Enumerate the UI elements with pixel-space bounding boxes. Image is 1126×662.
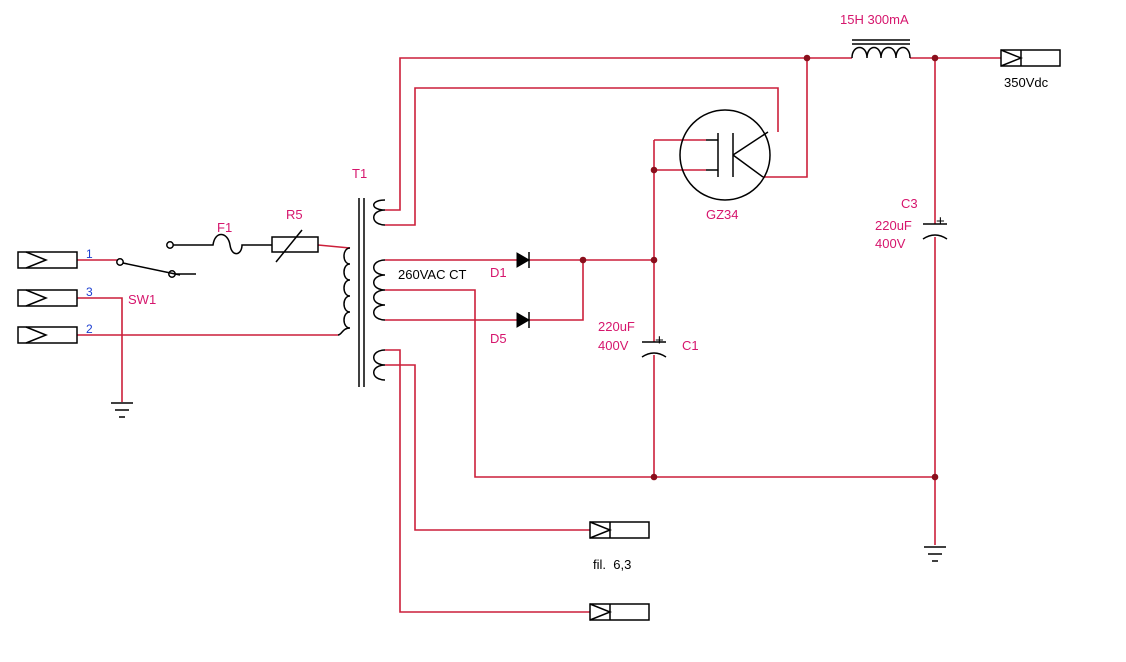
label-secondary: 260VAC CT — [398, 267, 466, 282]
capacitor-c1 — [641, 341, 667, 358]
label-c1-voltage: 400V — [598, 338, 629, 353]
label-c3-value: 220uF — [875, 218, 912, 233]
label-choke: 15H 300mA — [840, 12, 909, 27]
choke-inductor — [851, 39, 911, 59]
connectors — [17, 49, 1061, 621]
junction-c1 — [650, 256, 658, 264]
label-c1-value: 220uF — [598, 319, 635, 334]
junction-c1-gnd — [650, 473, 658, 481]
transformer-t1 — [337, 198, 386, 387]
ground-left — [111, 402, 133, 418]
connector-output — [1000, 49, 1061, 67]
diode-d1 — [516, 252, 530, 268]
junction-choke-out — [931, 54, 939, 62]
junctions — [579, 54, 939, 481]
label-c3-voltage: 400V — [875, 236, 906, 251]
label-pin1: 1 — [86, 247, 93, 261]
label-output: 350Vdc — [1004, 75, 1049, 90]
connector-pin1 — [17, 251, 78, 269]
junction-cathode — [650, 166, 658, 174]
label-c1-plus: + — [655, 332, 664, 349]
connector-filament-a — [589, 521, 650, 539]
thermistor-r5 — [271, 229, 319, 263]
wire-tube-filament — [385, 87, 779, 226]
wire-fil-b — [385, 349, 590, 613]
label-filament: fil. 6,3 — [593, 557, 631, 572]
label-gz34: GZ34 — [706, 207, 739, 222]
junction-c3-gnd — [931, 473, 939, 481]
diode-d5 — [516, 312, 530, 328]
fuse-f1 — [205, 233, 272, 255]
label-sw1: SW1 — [128, 292, 156, 307]
label-r5: R5 — [286, 207, 303, 222]
label-f1: F1 — [217, 220, 232, 235]
connector-pin2 — [17, 326, 78, 344]
wire-r5-to-primary — [317, 244, 351, 249]
junction-diodes — [579, 256, 587, 264]
label-pin3: 3 — [86, 285, 93, 299]
wire-pin3-ground — [77, 297, 123, 402]
wire-tube-plate — [763, 58, 808, 178]
tube-gz34 — [679, 109, 771, 201]
junction-top — [803, 54, 811, 62]
wire-hv-top — [385, 57, 852, 211]
label-c3-name: C3 — [901, 196, 918, 211]
label-d1: D1 — [490, 265, 507, 280]
wire-d5-out — [529, 260, 584, 321]
label-d5: D5 — [490, 331, 507, 346]
connector-filament-b — [589, 603, 650, 621]
switch-sw1 — [116, 241, 205, 278]
label-t1: T1 — [352, 166, 367, 181]
labels: T1 F1 R5 SW1 260VAC CT D1 D5 220uF 400V … — [86, 12, 1049, 572]
connector-pin3 — [17, 289, 78, 307]
capacitor-c3 — [922, 223, 948, 240]
ground-right — [924, 546, 946, 562]
wires — [77, 57, 1001, 613]
wire-fil-a — [385, 364, 590, 531]
label-c1-name: C1 — [682, 338, 699, 353]
wire-center-tap — [385, 289, 935, 478]
label-c3-plus: + — [936, 213, 945, 230]
label-pin2: 2 — [86, 322, 93, 336]
